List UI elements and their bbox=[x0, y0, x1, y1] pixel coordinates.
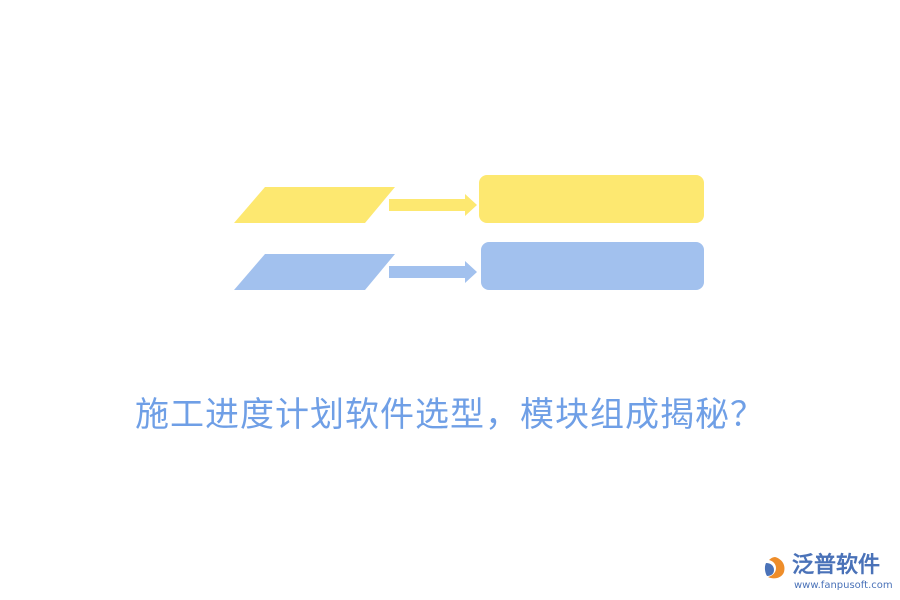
brand-name: 泛普软件 bbox=[792, 553, 881, 578]
fanpu-logo-icon bbox=[764, 557, 785, 579]
yellow-parallelogram bbox=[234, 187, 395, 223]
blue-box bbox=[481, 242, 704, 290]
page-title: 施工进度计划软件选型，模块组成揭秘？ bbox=[135, 395, 765, 435]
brand-watermark: 泛普软件 www.fanpusoft.com bbox=[760, 550, 896, 594]
blue-arrow bbox=[389, 261, 477, 283]
brand-url: www.fanpusoft.com bbox=[794, 580, 893, 591]
yellow-box bbox=[479, 175, 704, 223]
blue-parallelogram bbox=[234, 254, 395, 290]
yellow-arrow bbox=[389, 194, 477, 216]
